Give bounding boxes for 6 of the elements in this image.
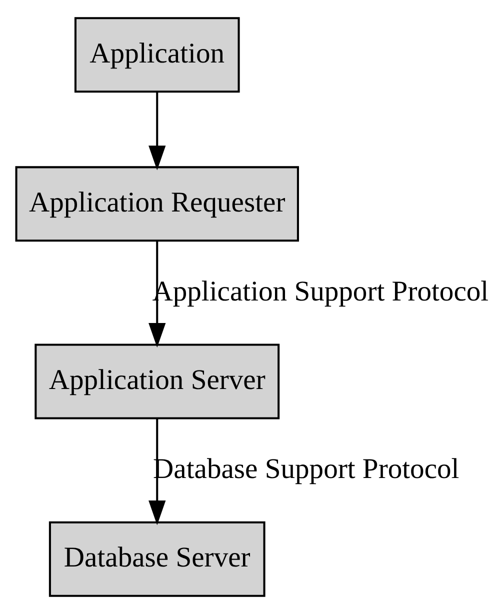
node-box: Application: [74, 17, 240, 93]
arrow: [148, 241, 166, 348]
arrow: [148, 92, 166, 170]
node-box: Application Requester: [15, 166, 299, 242]
node-box: Application Server: [34, 344, 280, 420]
node-box: Database Server: [48, 521, 266, 597]
